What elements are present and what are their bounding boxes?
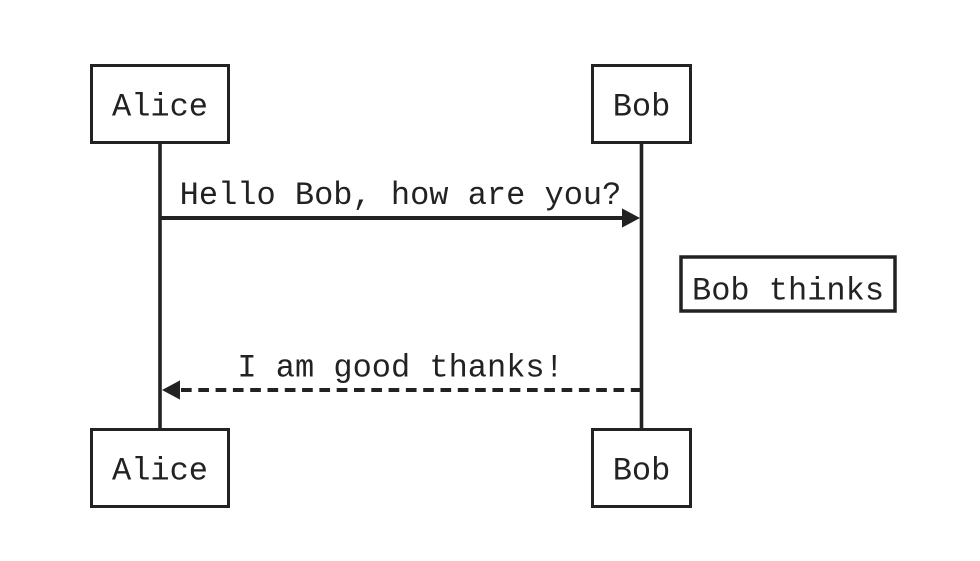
svg-text:I am good thanks!: I am good thanks!	[237, 349, 563, 386]
svg-text:Bob: Bob	[613, 453, 671, 490]
svg-text:Hello Bob, how are you?: Hello Bob, how are you?	[180, 177, 622, 214]
svg-text:Bob: Bob	[613, 89, 671, 126]
svg-text:Bob thinks: Bob thinks	[692, 272, 884, 309]
svg-text:Alice: Alice	[112, 453, 208, 490]
svg-text:Alice: Alice	[112, 89, 208, 126]
